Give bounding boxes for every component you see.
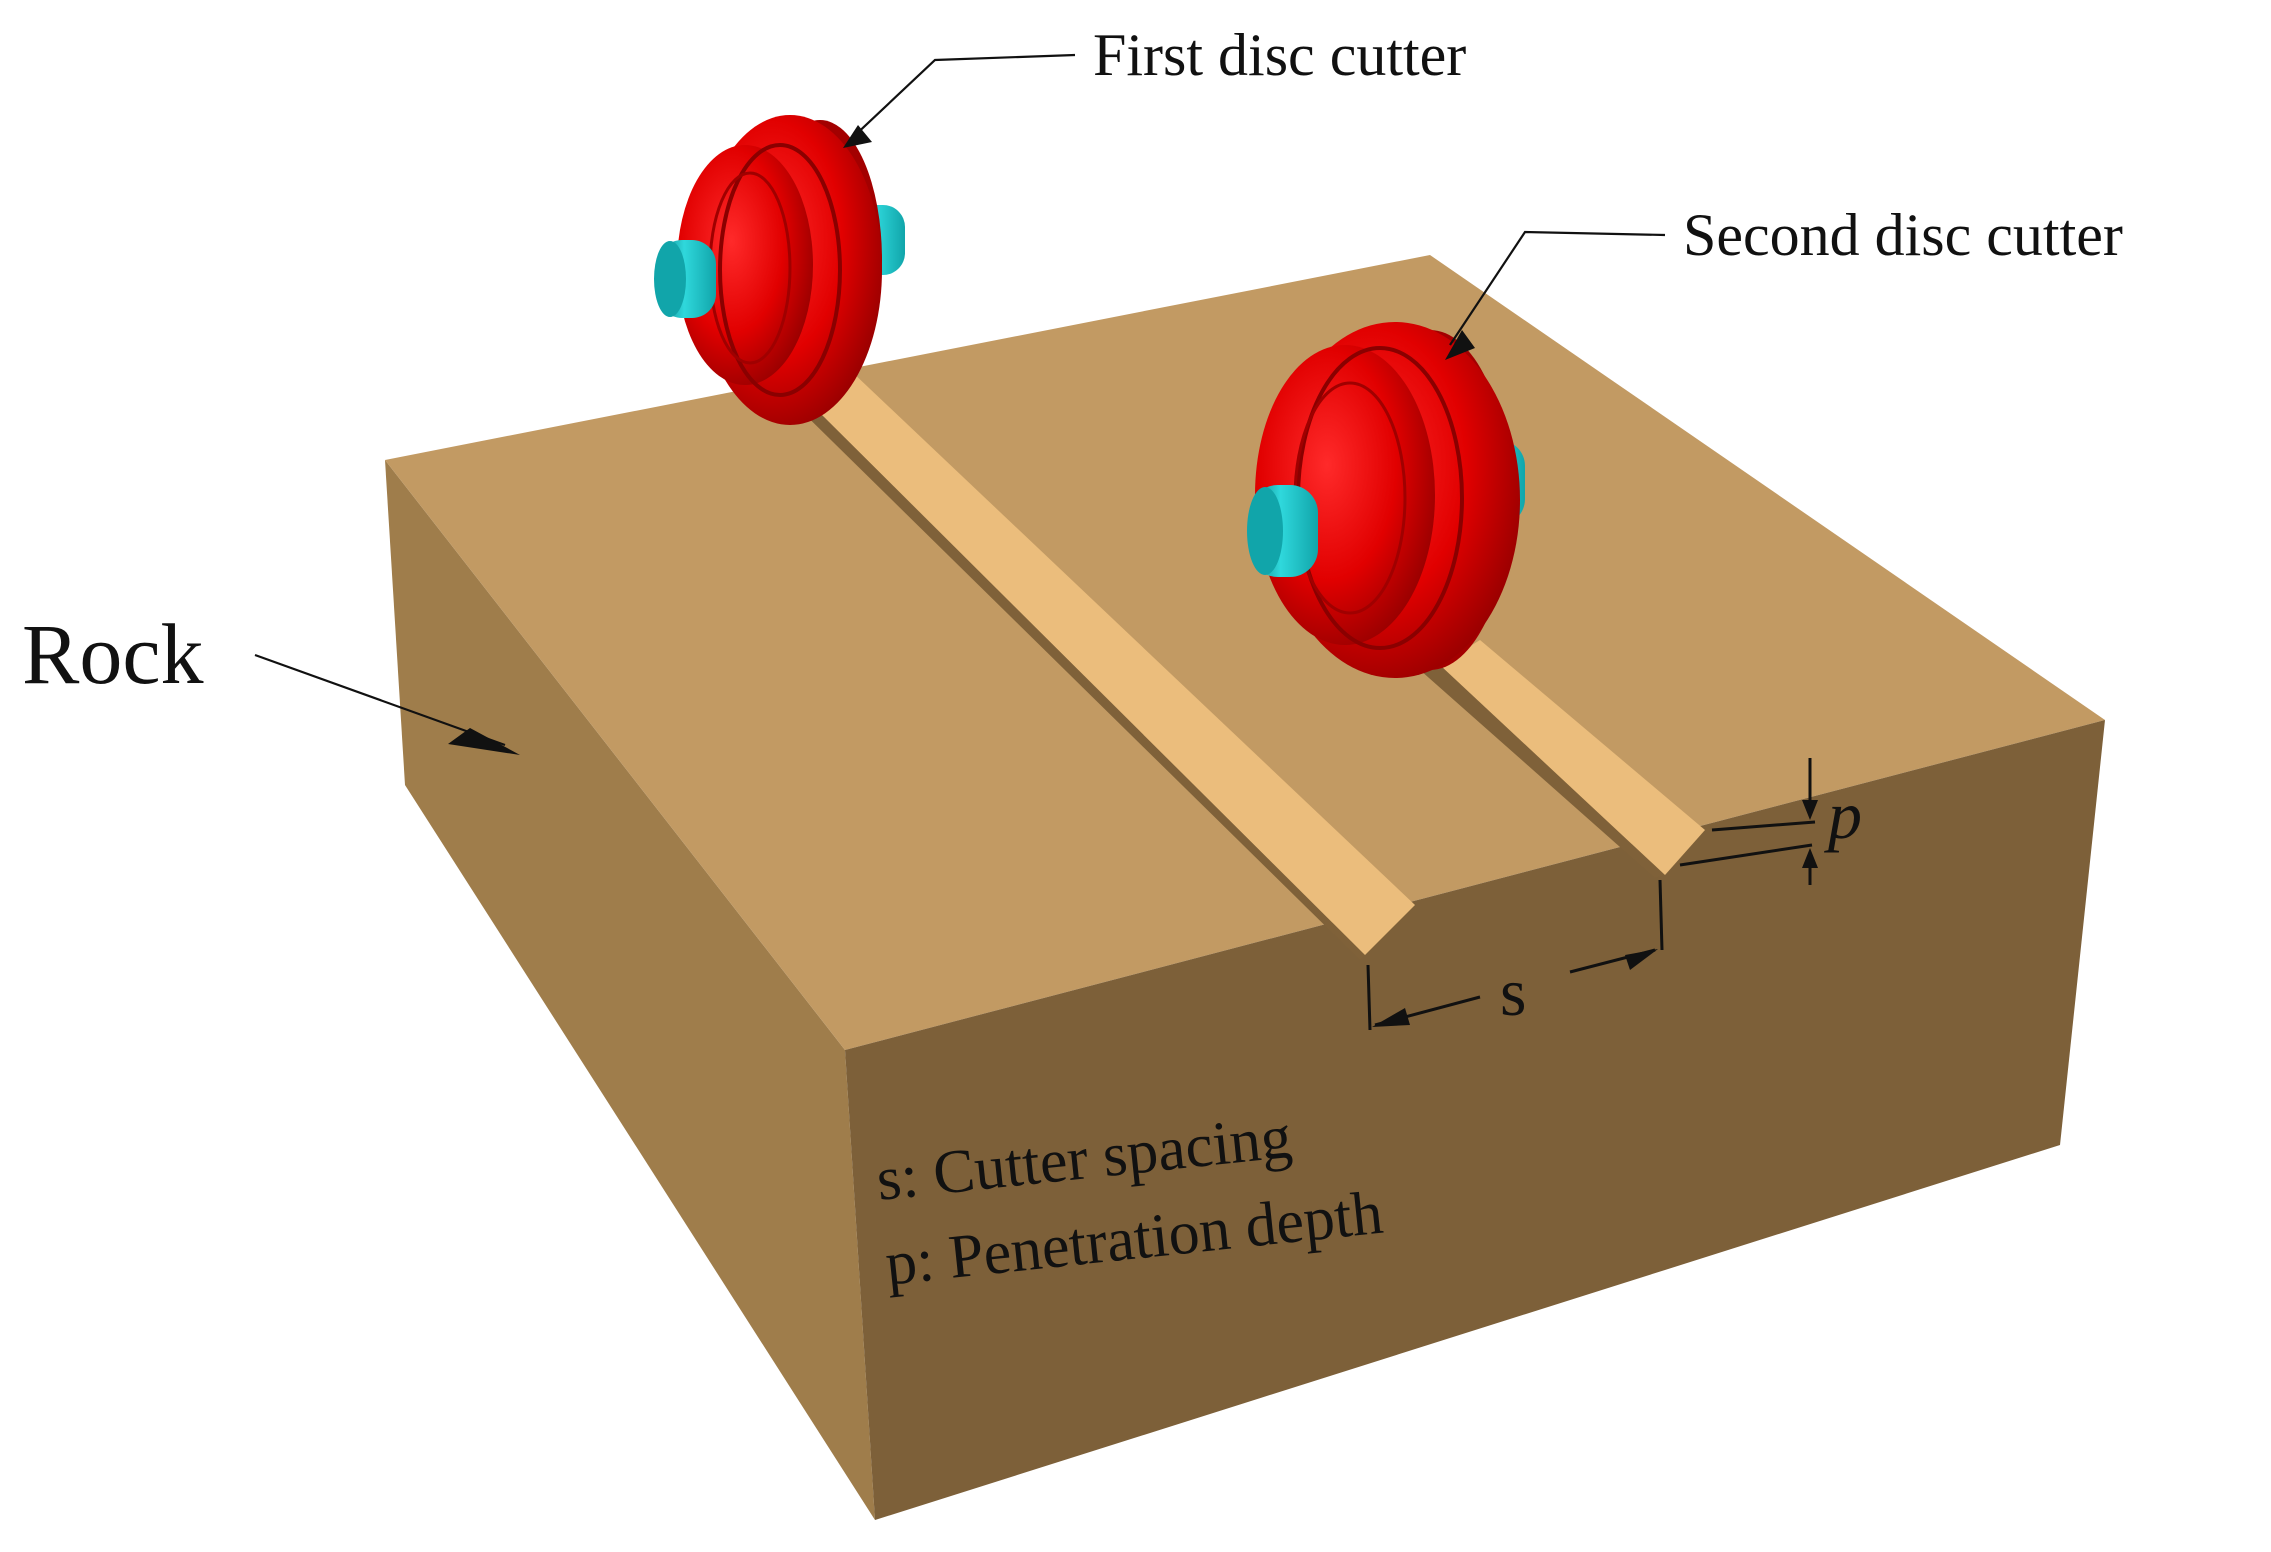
first-groove-wall bbox=[775, 385, 1365, 960]
spacing-dimension bbox=[1366, 879, 1664, 1031]
first-cutter-label: First disc cutter bbox=[1093, 22, 1466, 88]
second-cutter-label: Second disc cutter bbox=[1683, 202, 2123, 268]
spacing-symbol: s bbox=[1500, 954, 1526, 1030]
arrow-second-cutter-icon bbox=[1445, 330, 1475, 360]
rock-front-face bbox=[845, 720, 2105, 1520]
first-groove-floor bbox=[805, 370, 1415, 955]
first-disc-cutter bbox=[654, 115, 905, 425]
depth-arrow-top-icon bbox=[1802, 800, 1818, 820]
rock-left-face bbox=[385, 460, 875, 1520]
arrow-first-cutter-icon bbox=[843, 125, 872, 148]
second-disc-cutter bbox=[1247, 322, 1525, 678]
arrow-rock-icon bbox=[448, 728, 520, 755]
leader-second-cutter bbox=[1445, 230, 1666, 360]
spacing-arrow-left-icon bbox=[1372, 1008, 1410, 1027]
second-groove-floor bbox=[1440, 640, 1705, 875]
spacing-arrow-right-icon bbox=[1625, 949, 1658, 970]
depth-symbol: p bbox=[1824, 777, 1862, 853]
leader-rock bbox=[254, 653, 520, 755]
first-cutter-hub-cap bbox=[654, 241, 686, 317]
rock-label: Rock bbox=[22, 606, 204, 702]
depth-dimension bbox=[1679, 758, 1818, 885]
leader-first-cutter bbox=[843, 53, 1076, 148]
second-groove-wall bbox=[1420, 665, 1665, 878]
rock-block bbox=[385, 255, 2105, 1520]
second-cutter-hub-cap bbox=[1247, 487, 1283, 575]
rock-top-face bbox=[385, 255, 2105, 1050]
first-cutter-disc-ring bbox=[718, 143, 842, 397]
depth-arrow-bottom-icon bbox=[1802, 848, 1818, 868]
